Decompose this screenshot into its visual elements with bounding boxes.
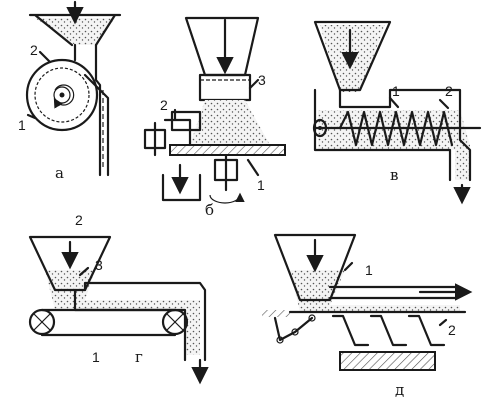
panel-g: 2 3 1 г bbox=[28, 212, 209, 385]
panel-d: 1 2 д bbox=[262, 233, 473, 399]
panel-d-letter: д bbox=[395, 381, 404, 399]
panel-d-callout-2: 2 bbox=[448, 322, 456, 338]
panel-g-callout-3: 3 bbox=[95, 257, 103, 273]
panel-a-callout-1: 1 bbox=[18, 117, 26, 133]
panel-v-callout-1: 1 bbox=[392, 83, 400, 99]
panel-b-letter: б bbox=[205, 201, 214, 219]
panel-b: 3 2 1 б bbox=[143, 16, 286, 219]
panel-v: 1 2 в bbox=[312, 20, 482, 205]
panel-g-callout-1: 1 bbox=[92, 349, 100, 365]
panel-v-letter: в bbox=[390, 166, 398, 184]
panel-b-callout-2: 2 bbox=[160, 97, 168, 113]
panel-d-callout-1: 1 bbox=[365, 262, 373, 278]
panel-a-callout-2: 2 bbox=[30, 42, 38, 58]
panel-a: 2 1 а bbox=[18, 0, 122, 182]
panel-g-callout-2: 2 bbox=[75, 212, 83, 228]
panel-a-letter: а bbox=[55, 164, 64, 182]
panel-b-callout-1: 1 bbox=[257, 177, 265, 193]
panel-g-letter: г bbox=[135, 348, 143, 366]
panel-b-callout-3: 3 bbox=[258, 72, 266, 88]
panel-v-callout-2: 2 bbox=[445, 83, 453, 99]
